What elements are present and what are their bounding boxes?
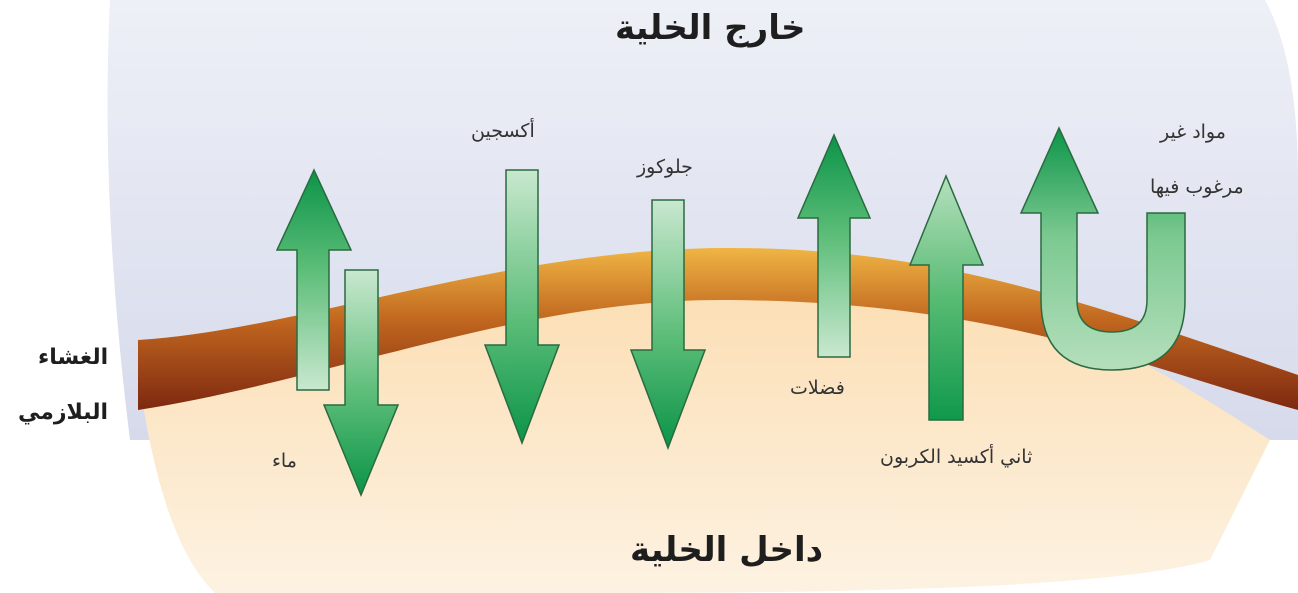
oxygen-label: أكسجين (471, 120, 535, 142)
membrane-label-line2: البلازمي (18, 400, 109, 425)
membrane-label-line1: الغشاء (38, 345, 109, 370)
unwanted-u-arrow (1019, 126, 1186, 371)
co2-label: ثاني أكسيد الكربون (880, 446, 1033, 468)
inside-title: داخل الخلية (630, 530, 824, 570)
glucose-label: جلوكوز (637, 156, 693, 178)
wastes-label: فضلات (790, 377, 845, 399)
co2-up-arrow (908, 174, 985, 421)
water-up-arrow (275, 168, 353, 391)
water-down-arrow (322, 269, 400, 497)
glucose-down-arrow (629, 199, 707, 451)
outside-title: خارج الخلية (615, 8, 806, 48)
unwanted-label-line2: مرغوب فيها (1150, 176, 1244, 198)
wastes-up-arrow (796, 133, 872, 358)
water-label: ماء (272, 450, 297, 472)
oxygen-down-arrow (483, 169, 561, 446)
membrane-band (138, 247, 1298, 410)
unwanted-label-line1: مواد غير (1160, 121, 1226, 143)
